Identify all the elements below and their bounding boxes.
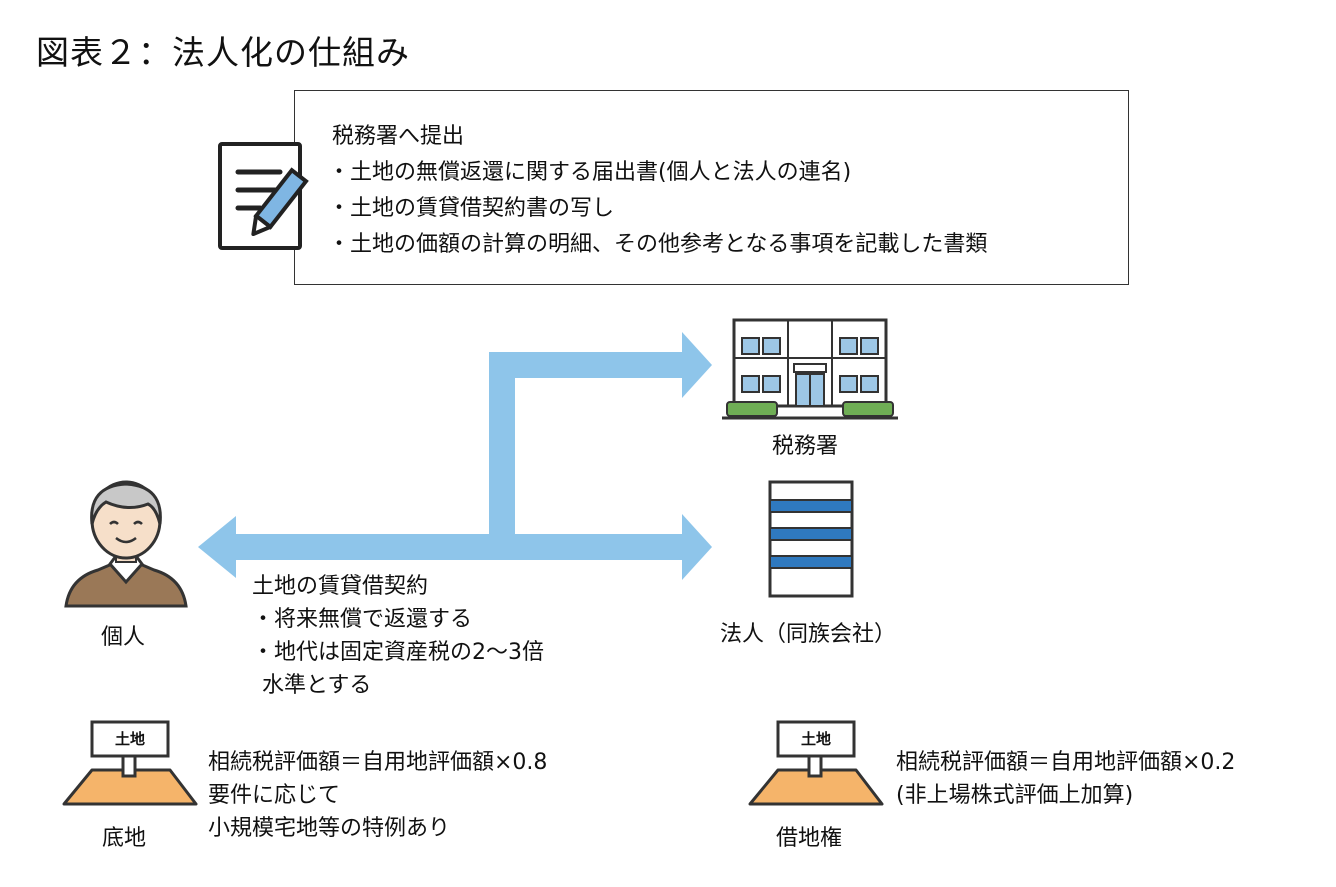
tax-office-building-icon [722,318,898,420]
submission-box [294,90,1129,285]
arrow-bar-horizontal [232,534,686,560]
page-title: 図表２：法人化の仕組み [36,33,410,72]
sokochi-label: 底地 [102,826,147,851]
lease-contract-item: ・地代は固定資産税の2〜3倍 [252,640,544,665]
lease-contract-heading: 土地の賃貸借契約 [252,574,429,599]
shakuchiken-valuation-block: 相続税評価額＝自用地評価額×0.2 (非上場株式評価上加算) [896,746,1235,812]
arrow-head-right-corp [682,514,712,580]
land-sign-icon [748,720,884,806]
submission-heading: 税務署へ提出 [332,124,465,149]
land-sign-text: 土地 [114,730,145,748]
arrow-bar-vertical [489,352,515,560]
submission-item: ・土地の価額の計算の明細、その他参考となる事項を記載した書類 [328,232,988,257]
sokochi-valuation-block: 相続税評価額＝自用地評価額×0.8 要件に応じて 小規模宅地等の特例あり [208,746,547,845]
person-icon [64,480,188,608]
individual-label: 個人 [101,625,146,650]
arrow-head-left [198,516,236,578]
submission-item: ・土地の賃貸借契約書の写し [328,196,615,221]
valuation-line: 要件に応じて [208,783,341,808]
valuation-line: 相続税評価額＝自用地評価額×0.8 [208,750,548,775]
lease-contract-item: ・将来無償で返還する [252,607,473,632]
document-pencil-icon [218,142,309,250]
land-sign-icon [62,720,198,806]
lease-contract-block: 土地の賃貸借契約 ・将来無償で返還する ・地代は固定資産税の2〜3倍 水準とする [252,570,544,702]
arrow-bar-top [489,352,686,378]
tax-office-label: 税務署 [772,434,839,459]
corporation-building-icon [768,480,854,598]
lease-contract-item: 水準とする [262,673,372,698]
corporation-label: 法人（同族会社） [720,622,897,647]
land-sign-text: 土地 [800,730,831,748]
submission-list: ・土地の無償返還に関する届出書(個人と法人の連名) ・土地の賃貸借契約書の写し … [328,155,987,263]
valuation-line: (非上場株式評価上加算) [896,783,1134,808]
valuation-line: 小規模宅地等の特例あり [208,816,451,841]
arrow-head-right-tax [682,332,712,398]
shakuchiken-label: 借地権 [776,826,843,851]
valuation-line: 相続税評価額＝自用地評価額×0.2 [896,750,1236,775]
submission-item: ・土地の無償返還に関する届出書(個人と法人の連名) [328,160,852,185]
